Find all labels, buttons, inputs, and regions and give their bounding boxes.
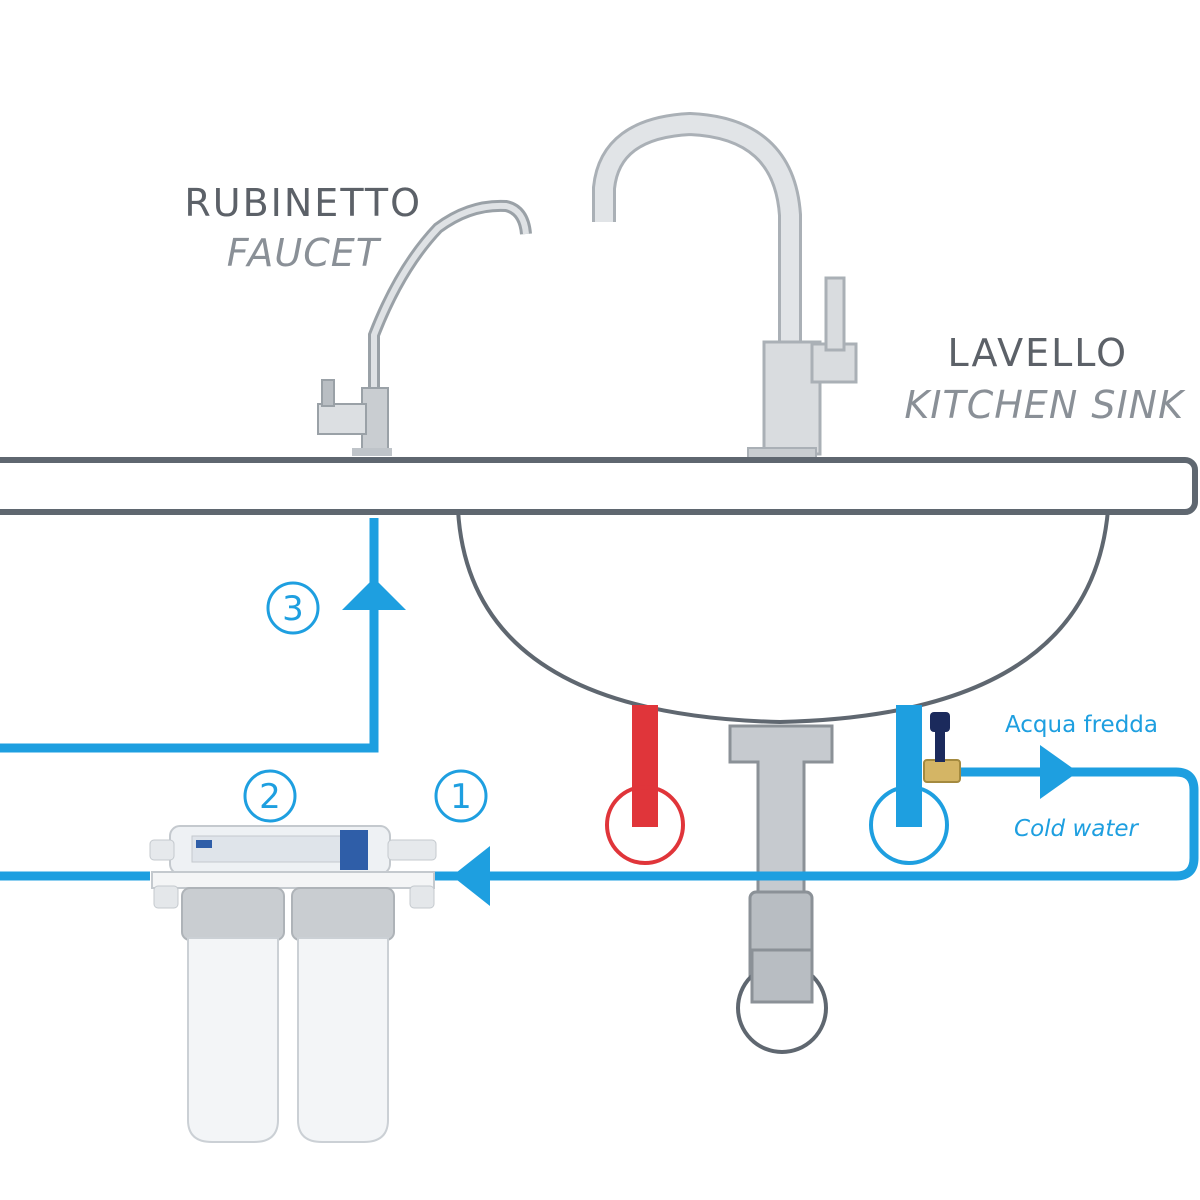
flow-arrow-icon — [1040, 745, 1078, 799]
step-1: 1 — [434, 769, 488, 823]
svg-text:1: 1 — [450, 777, 472, 817]
drain-pipe — [728, 724, 834, 1054]
filter-unit — [149, 825, 437, 1143]
step-circle-icon — [434, 769, 488, 823]
flow-arrow-icon — [452, 846, 490, 906]
valve-icon — [923, 712, 961, 783]
hot-water-supply — [605, 705, 685, 865]
cold-water-label-it: Acqua fredda — [1005, 712, 1158, 738]
cold-water-supply — [869, 705, 949, 865]
step-2: 2 — [243, 769, 297, 823]
kitchen-faucet — [592, 111, 858, 459]
sink-basin — [456, 509, 1110, 725]
filtered-water-line — [0, 518, 379, 753]
sink-label-en: KITCHEN SINK — [904, 383, 1186, 427]
svg-text:2: 2 — [259, 777, 281, 817]
svg-text:3: 3 — [282, 589, 304, 629]
sink-label-it: LAVELLO — [947, 331, 1128, 375]
flow-arrow-icon — [342, 578, 406, 610]
cold-water-label-en: Cold water — [1014, 816, 1140, 842]
faucet-label-en: FAUCET — [227, 231, 382, 275]
cold-water-feed-line — [430, 767, 1199, 881]
countertop — [0, 457, 1198, 515]
step-circle-icon — [243, 769, 297, 823]
filter-housing-left — [181, 887, 285, 941]
filter-housing-right — [291, 887, 395, 941]
step-circle-icon — [266, 581, 320, 635]
step-3: 3 — [266, 581, 320, 635]
filter-faucet — [317, 199, 532, 456]
faucet-label-it: RUBINETTO — [184, 181, 422, 225]
